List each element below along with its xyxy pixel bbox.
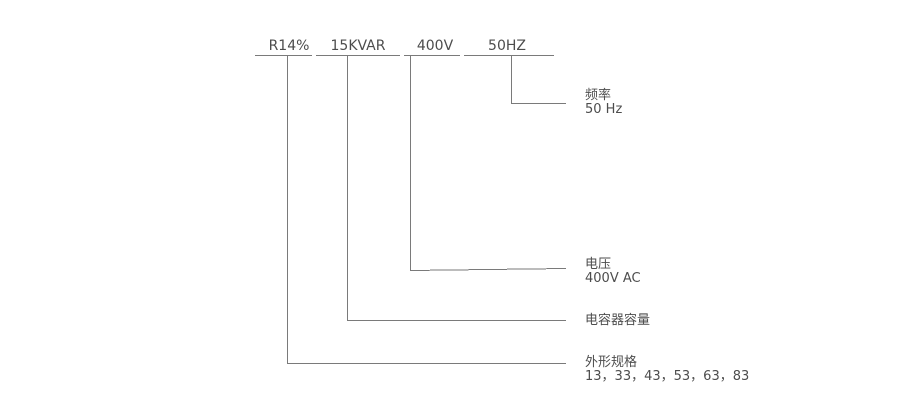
code-segment-reactance: R14% [269,38,310,54]
desc-title-dimensions: 外形规格 [585,354,637,370]
code-segment-frequency: 50HZ [488,38,526,54]
leader-line-dimensions [287,56,566,364]
leader-line-frequency [511,56,566,104]
desc-title-voltage: 电压 [585,257,611,272]
desc-title-frequency: 频率 [585,87,611,103]
desc-detail-frequency: 50 Hz [585,102,622,117]
leader-line-voltage [410,56,567,272]
desc-detail-voltage: 400V AC [585,271,641,286]
code-segment-capacity: 15KVAR [331,38,386,54]
desc-detail-dimensions: 13，33，43，53，63，83 [585,369,749,384]
leader-line-capacity [347,56,566,321]
desc-title-capacity: 电容器容量 [585,312,650,328]
code-segment-voltage: 400V [417,38,454,54]
